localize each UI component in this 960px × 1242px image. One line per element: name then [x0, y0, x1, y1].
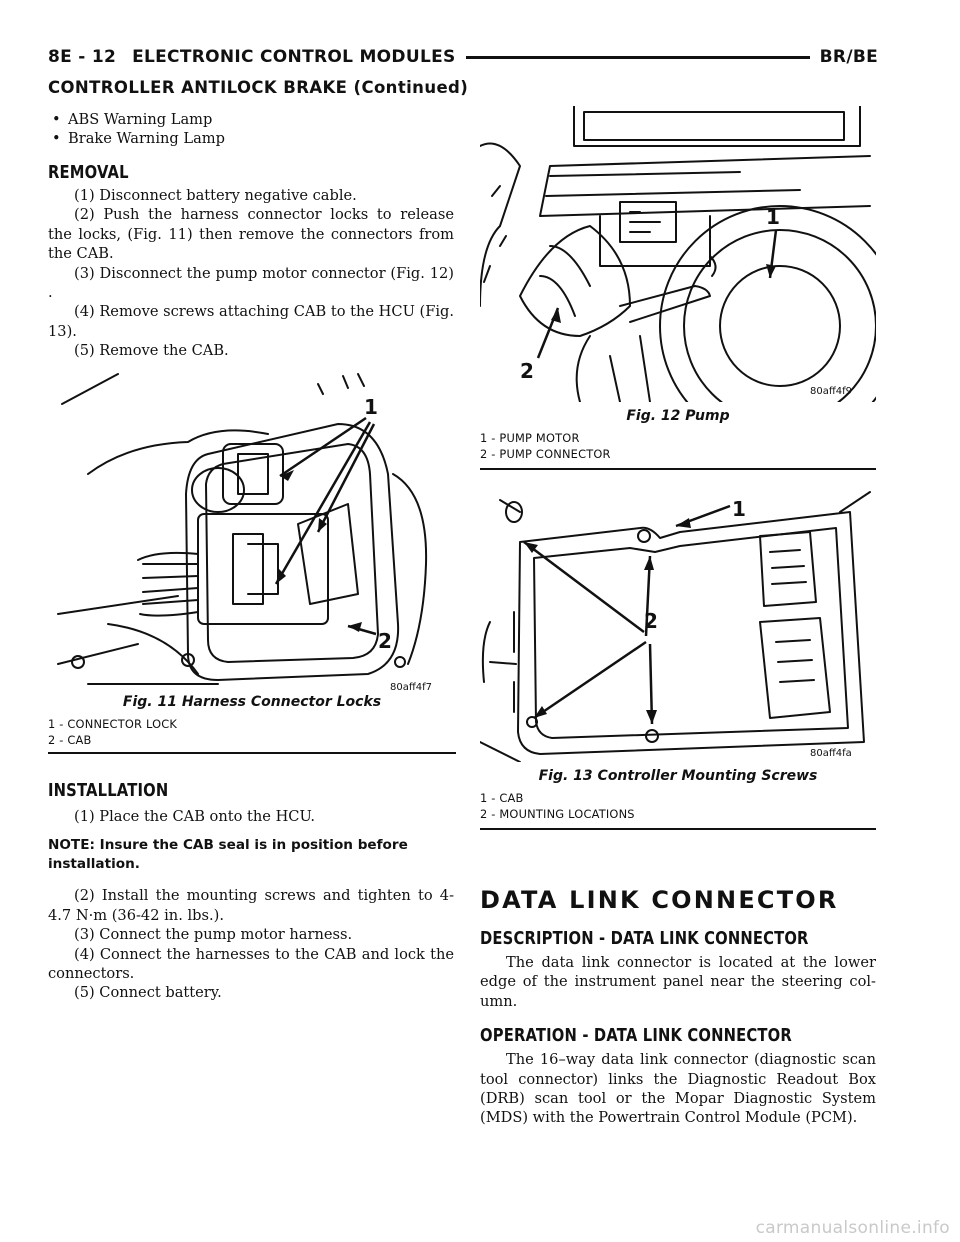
left-column: •ABS Warning Lamp •Brake Warning Lamp RE…: [48, 110, 454, 361]
callout-1: 1: [766, 205, 780, 229]
figure-13: 1 2 80aff4fa Fig. 13 Controller Mounting…: [480, 482, 876, 830]
figure-code: 80aff4f9: [810, 386, 852, 397]
legend-item: 2 - MOUNTING LOCATIONS: [480, 807, 635, 821]
description-text: The data link connector is located at th…: [480, 954, 876, 1010]
header-rule: [465, 55, 810, 59]
description-heading: DESCRIPTION - DATA LINK CONNECTOR: [480, 928, 809, 949]
figure-caption: Fig. 13 Controller Mounting Screws: [538, 768, 818, 784]
installation-section: INSTALLATION (1) Place the CAB onto the …: [48, 780, 454, 1003]
legend-item: 1 - CAB: [480, 791, 524, 805]
removal-step: (1) Disconnect battery negative cable.: [74, 187, 357, 204]
callout-2: 2: [520, 359, 534, 383]
page-header: 8E - 12 ELECTRONIC CONTROL MODULES BR/BE: [48, 46, 878, 68]
installation-step: (3) Connect the pump motor harness.: [74, 926, 353, 944]
list-item: •Brake Warning Lamp: [52, 130, 225, 147]
operation-text: The 16–way data link connector (diagnost…: [480, 1051, 876, 1127]
installation-heading: INSTALLATION: [48, 780, 169, 801]
watermark: carmanualsonline.info: [755, 1218, 950, 1238]
figure-rule: [48, 752, 456, 754]
removal-step: (2) Push the harness connector locks to …: [48, 206, 454, 263]
removal-step: (4) Remove screws attaching CAB to the H…: [48, 303, 454, 340]
page-number: 8E - 12: [48, 47, 117, 67]
bullet-icon: •: [52, 111, 61, 128]
callout-2: 2: [378, 629, 392, 653]
harness-connector-illustration: 1 2 80aff4f7: [57, 373, 432, 693]
data-link-title: DATA LINK CONNECTOR: [480, 886, 839, 914]
installation-step: (4) Connect the harnesses to the CAB and…: [48, 945, 454, 983]
section-title: ELECTRONIC CONTROL MODULES: [132, 47, 456, 67]
installation-step: (1) Place the CAB onto the HCU.: [74, 808, 316, 825]
installation-step: (5) Connect battery.: [74, 984, 222, 1002]
callout-2: 2: [644, 609, 658, 633]
removal-heading: REMOVAL: [48, 162, 129, 183]
installation-note: NOTE: Insure the CAB seal is in position…: [48, 837, 408, 873]
pump-illustration: 1 2 80aff4f9: [480, 106, 876, 402]
legend-item: 2 - CAB: [48, 733, 92, 747]
figure-caption: Fig. 11 Harness Connector Locks: [122, 694, 382, 710]
figure-rule: [480, 828, 876, 830]
callout-1: 1: [364, 395, 378, 419]
figure-rule: [480, 468, 876, 470]
operation-heading: OPERATION - DATA LINK CONNECTOR: [480, 1025, 792, 1047]
figure-caption: Fig. 12 Pump: [626, 408, 730, 424]
legend-item: 1 - PUMP MOTOR: [480, 431, 580, 445]
removal-step: (5) Remove the CAB.: [74, 342, 229, 360]
bullet-icon: •: [52, 130, 61, 147]
continued-title: CONTROLLER ANTILOCK BRAKE (Continued): [48, 78, 469, 97]
data-link-section: DATA LINK CONNECTOR DESCRIPTION - DATA L…: [480, 886, 876, 1128]
list-item: •ABS Warning Lamp: [52, 111, 213, 128]
callout-1: 1: [732, 497, 746, 521]
controller-mounting-illustration: 1 2 80aff4fa: [480, 491, 871, 762]
installation-step: (2) Install the mounting screws and tigh…: [48, 887, 454, 924]
model-code: BR/BE: [819, 47, 878, 67]
warning-lamp-list: •ABS Warning Lamp •Brake Warning Lamp: [52, 110, 454, 148]
removal-step: (3) Disconnect the pump motor connector …: [48, 264, 454, 302]
legend-item: 2 - PUMP CONNECTOR: [480, 447, 611, 461]
figure-code: 80aff4fa: [810, 748, 852, 759]
legend-item: 1 - CONNECTOR LOCK: [48, 717, 178, 731]
figure-12: 1 2 80aff4f9 Fig. 12 Pump 1 - PUMP MOTOR…: [480, 106, 876, 470]
figure-code: 80aff4f7: [390, 682, 432, 693]
figure-11: 1 2 80aff4f7 Fig. 11 Harness Connector L…: [48, 364, 456, 754]
